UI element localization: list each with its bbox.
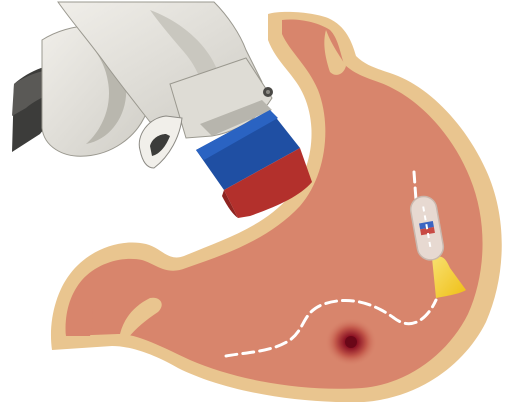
arm-screw-head <box>266 90 270 94</box>
lesion-core <box>345 336 357 348</box>
gastric-lesion <box>325 318 377 366</box>
